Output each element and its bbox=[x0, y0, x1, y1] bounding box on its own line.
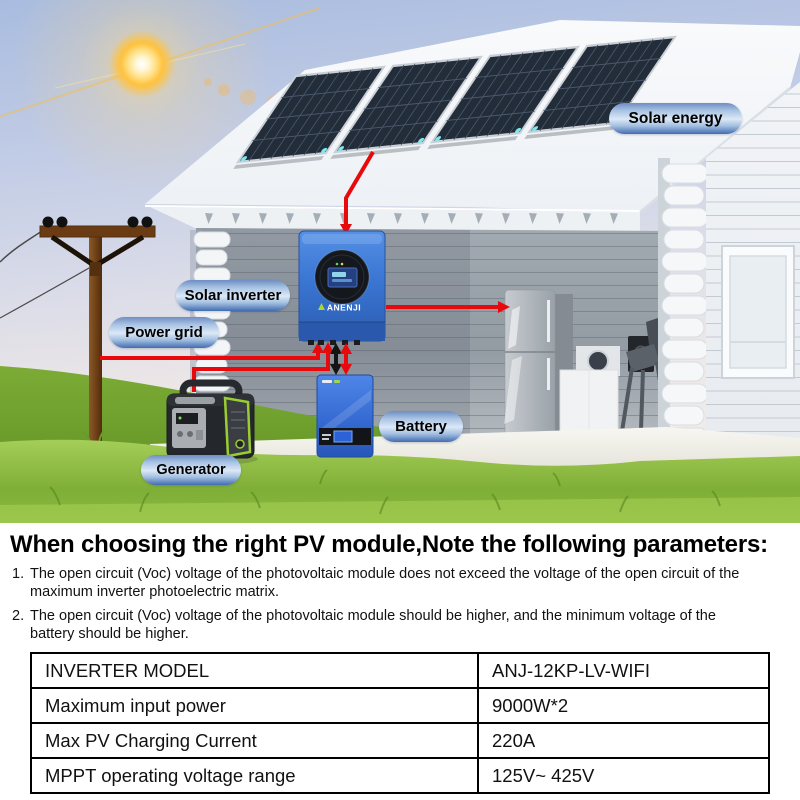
brand-triangle-icon bbox=[318, 303, 325, 310]
table-row: Max PV Charging Current 220A bbox=[30, 722, 770, 760]
info-section: When choosing the right PV module,Note t… bbox=[0, 523, 800, 795]
inverter-battery-links bbox=[330, 343, 352, 375]
log-column-right bbox=[658, 158, 709, 450]
spec-value: 9000W*2 bbox=[477, 687, 770, 725]
eave-soffit bbox=[150, 207, 640, 232]
table-row: Maximum input power 9000W*2 bbox=[30, 687, 770, 725]
note-number: 2. bbox=[12, 608, 25, 625]
label-battery: Battery bbox=[379, 411, 463, 442]
table-row: MPPT operating voltage range 125V~ 425V bbox=[30, 757, 770, 795]
battery-unit bbox=[316, 374, 374, 458]
label-power-grid: Power grid bbox=[109, 317, 219, 348]
generator-unit bbox=[162, 379, 258, 465]
note-item: 2. The open circuit (Voc) voltage of the… bbox=[12, 608, 790, 643]
wire-arrowheads bbox=[312, 224, 510, 353]
table-row: INVERTER MODEL ANJ-12KP-LV-WIFI bbox=[30, 652, 770, 690]
notes-list: 1. The open circuit (Voc) voltage of the… bbox=[12, 566, 790, 643]
power-pole bbox=[0, 216, 156, 448]
spec-label: Max PV Charging Current bbox=[30, 722, 479, 760]
note-text: The open circuit (Voc) voltage of the ph… bbox=[30, 608, 716, 642]
inverter-brand-text: ANENJI bbox=[327, 303, 361, 313]
label-solar-energy: Solar energy bbox=[609, 103, 742, 134]
wire-panels-to-inverter bbox=[344, 150, 375, 227]
spec-label: INVERTER MODEL bbox=[30, 652, 479, 690]
spec-table: INVERTER MODEL ANJ-12KP-LV-WIFI Maximum … bbox=[30, 652, 770, 795]
note-text: The open circuit (Voc) voltage of the ph… bbox=[30, 566, 740, 600]
spec-label: Maximum input power bbox=[30, 687, 479, 725]
note-number: 1. bbox=[12, 566, 25, 582]
spec-value: ANJ-12KP-LV-WIFI bbox=[477, 652, 770, 690]
section-heading: When choosing the right PV module,Note t… bbox=[10, 531, 768, 558]
spec-value: 220A bbox=[477, 722, 770, 760]
note-item: 1. The open circuit (Voc) voltage of the… bbox=[12, 566, 790, 601]
window bbox=[721, 245, 795, 379]
inverter-unit: ANENJI bbox=[298, 230, 386, 345]
spec-value: 125V~ 425V bbox=[477, 757, 770, 795]
gable-wall bbox=[706, 82, 800, 448]
system-illustration: ANENJI bbox=[0, 0, 800, 523]
porch-interior bbox=[196, 228, 673, 448]
spec-label: MPPT operating voltage range bbox=[30, 757, 479, 795]
label-generator: Generator bbox=[141, 455, 241, 485]
label-solar-inverter: Solar inverter bbox=[176, 280, 290, 311]
fridge bbox=[504, 289, 573, 441]
